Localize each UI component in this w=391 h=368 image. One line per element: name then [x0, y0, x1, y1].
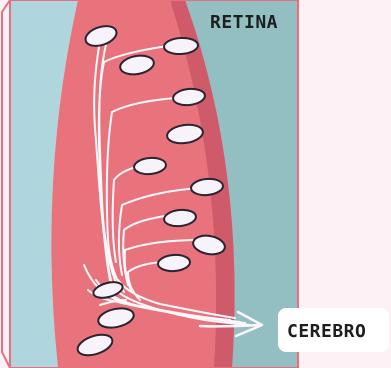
retina-label: RETINA — [210, 12, 278, 33]
brain-label-box: CEREBRO — [278, 308, 389, 352]
brain-label: CEREBRO — [287, 321, 366, 342]
eye-wall-block — [2, 0, 298, 368]
